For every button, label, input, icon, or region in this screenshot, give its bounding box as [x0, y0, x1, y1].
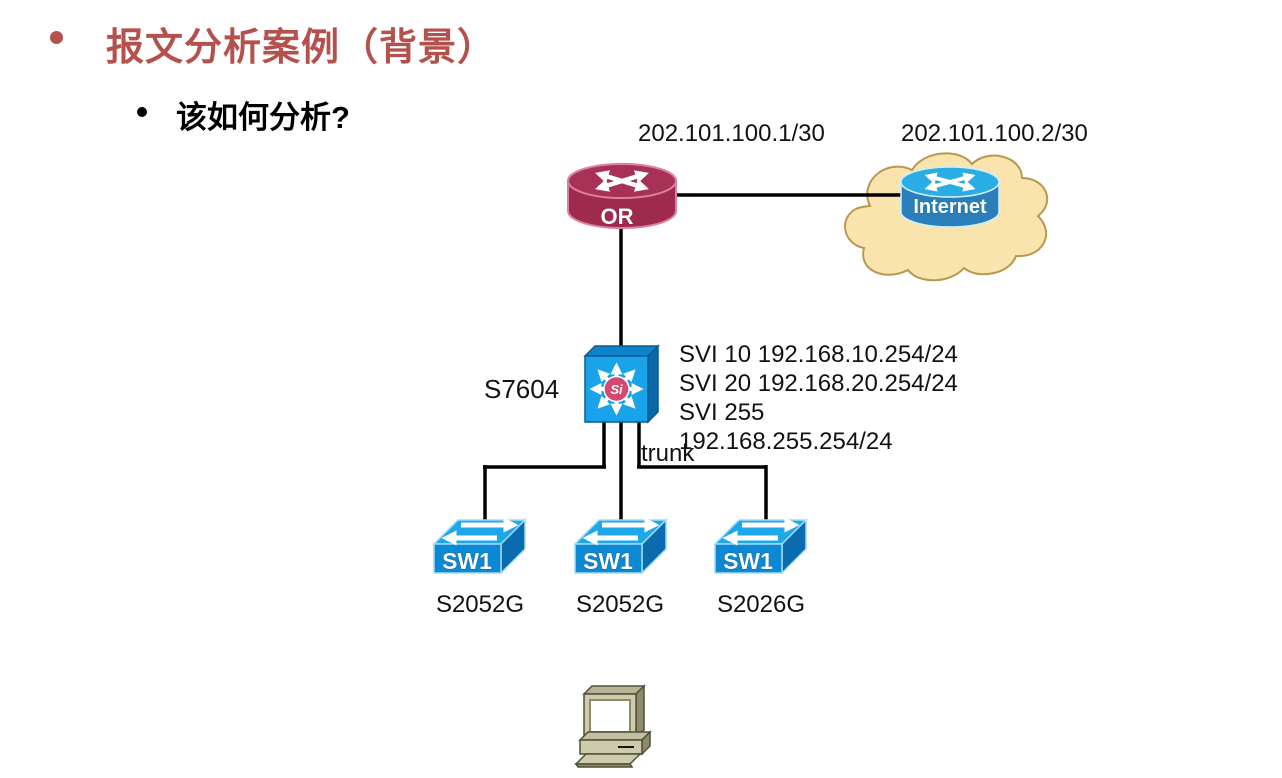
svi-config-block: SVI 10 192.168.10.254/24 SVI 20 192.168.…: [679, 340, 958, 456]
svi-line: SVI 10 192.168.10.254/24: [679, 341, 958, 368]
svi-line: SVI 255: [679, 399, 765, 426]
multilayer-switch-icon: Si: [583, 344, 660, 424]
switch-arrows-icon: [722, 517, 800, 546]
core-switch-model-label: S7604: [484, 374, 560, 404]
svi-line: 192.168.255.254/24: [679, 428, 893, 455]
workgroup-switch-icon: SW1: [432, 517, 527, 575]
internet-router-icon: Internet: [900, 166, 1000, 228]
access-switch-model-label: S2052G: [435, 591, 525, 618]
trunk-label: trunk: [641, 440, 695, 467]
slide-subtitle: 该如何分析?: [176, 100, 350, 135]
title-bullet-icon: [50, 31, 63, 44]
switch-name-label: SW1: [583, 548, 633, 574]
wan-ip-left-label: 202.101.100.1/30: [638, 120, 825, 147]
subtitle-bullet-icon: [137, 107, 147, 117]
access-switch-model-label: S2052G: [575, 591, 665, 618]
router-icon: OR: [567, 163, 677, 229]
internet-router-arrows-icon: [924, 172, 976, 192]
svi-line: SVI 20 192.168.20.254/24: [679, 370, 958, 397]
workgroup-switch-icon: SW1: [573, 517, 668, 575]
slide-title: 报文分析案例（背景）: [106, 27, 497, 69]
switch-arrows-icon: [441, 517, 519, 546]
router-arrows-icon: [595, 170, 649, 192]
router-label: OR: [601, 204, 634, 229]
workgroup-switch-icon: SW1: [713, 517, 808, 575]
si-badge-label: Si: [610, 382, 623, 397]
access-switch-model-label: S2026G: [716, 591, 806, 618]
desktop-pc-icon: [574, 684, 652, 768]
si-badge: [603, 375, 630, 403]
switch-arrows-icon: [582, 517, 660, 546]
switch-name-label: SW1: [723, 548, 773, 574]
switch-name-label: SW1: [442, 548, 492, 574]
wan-ip-right-label: 202.101.100.2/30: [901, 120, 1088, 147]
internet-label: Internet: [913, 196, 987, 218]
